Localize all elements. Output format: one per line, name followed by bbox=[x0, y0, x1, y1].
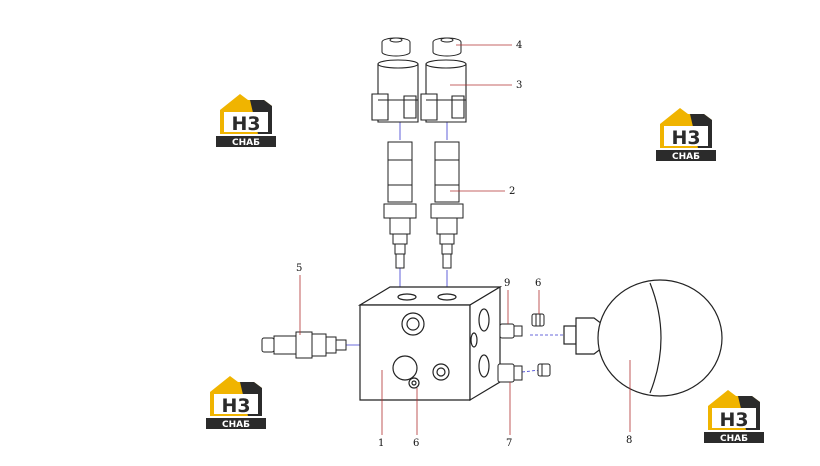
callout-2: 2 bbox=[509, 186, 515, 197]
part-7-fitting bbox=[497, 363, 523, 383]
callout-leaders bbox=[299, 44, 631, 435]
callout-8: 8 bbox=[626, 435, 632, 446]
part-8-accumulator bbox=[563, 279, 723, 397]
part-4-nut-right bbox=[432, 37, 462, 57]
part-6-plug-right bbox=[531, 313, 545, 327]
watermark-caption: CHAБ bbox=[222, 420, 250, 430]
part-6-plug-lower bbox=[537, 363, 551, 377]
callout-9: 9 bbox=[504, 278, 510, 289]
part-6-plug-front bbox=[408, 377, 420, 389]
part-5-relief-cartridge bbox=[261, 331, 347, 359]
watermark-logo-bottom-left: H3 CHAБ bbox=[204, 372, 268, 430]
part-2-cartridge-right bbox=[430, 141, 464, 269]
part-2-cartridge-left bbox=[383, 141, 417, 269]
callout-6-right: 6 bbox=[535, 278, 541, 289]
callout-3: 3 bbox=[516, 80, 522, 91]
watermark-mark: H3 bbox=[231, 113, 260, 135]
part-1-valve-block bbox=[357, 285, 503, 402]
watermark-mark: H3 bbox=[221, 395, 250, 417]
callout-5: 5 bbox=[296, 263, 302, 274]
part-3-coil-right bbox=[420, 59, 467, 123]
watermark-logo-top-left: H3 CHAБ bbox=[214, 90, 278, 148]
watermark-caption: CHAБ bbox=[232, 138, 260, 148]
watermark-logo-bottom-right: H3 CHAБ bbox=[702, 386, 766, 444]
part-3-coil-left bbox=[371, 59, 419, 123]
callout-1: 1 bbox=[378, 438, 384, 449]
watermark-caption: CHAБ bbox=[720, 434, 748, 444]
watermark-mark: H3 bbox=[671, 127, 700, 149]
callout-7: 7 bbox=[506, 438, 512, 449]
watermark-caption: CHAБ bbox=[672, 152, 700, 162]
part-9-check-valve bbox=[499, 323, 523, 339]
part-4-nut-left bbox=[381, 37, 411, 57]
watermark-mark: H3 bbox=[719, 409, 748, 431]
callout-6-front: 6 bbox=[413, 438, 419, 449]
watermark-logo-top-right: H3 CHAБ bbox=[654, 104, 718, 162]
callout-4: 4 bbox=[516, 40, 522, 51]
